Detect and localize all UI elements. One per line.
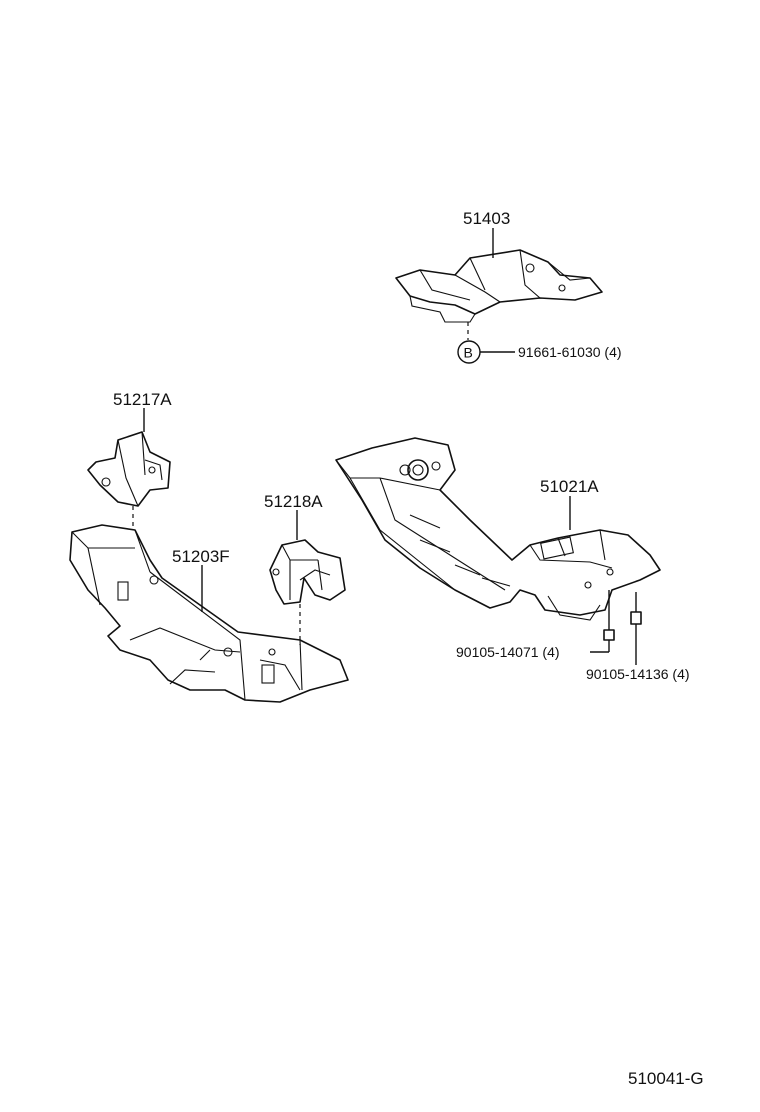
part-51403-bracket <box>395 249 603 323</box>
label-51403: 51403 <box>463 209 510 228</box>
label-51217A: 51217A <box>113 390 172 409</box>
label-51203F: 51203F <box>172 547 230 566</box>
label-90105-14136: 90105-14136 (4) <box>586 666 690 682</box>
part-51218A-bracket <box>269 539 346 605</box>
label-51218A: 51218A <box>264 492 323 511</box>
label-91661-61030: 91661-61030 (4) <box>518 344 622 360</box>
callout-b-letter: B <box>464 345 473 361</box>
part-51217A-bracket <box>87 431 171 507</box>
label-90105-14071: 90105-14071 (4) <box>456 644 560 660</box>
bolt-90105-14136-icon <box>630 592 642 625</box>
figure-code: 510041-G <box>628 1069 704 1088</box>
label-51021A: 51021A <box>540 477 599 496</box>
part-51021A-crossmember <box>335 437 661 621</box>
part-51203F-crossmember <box>69 524 349 703</box>
